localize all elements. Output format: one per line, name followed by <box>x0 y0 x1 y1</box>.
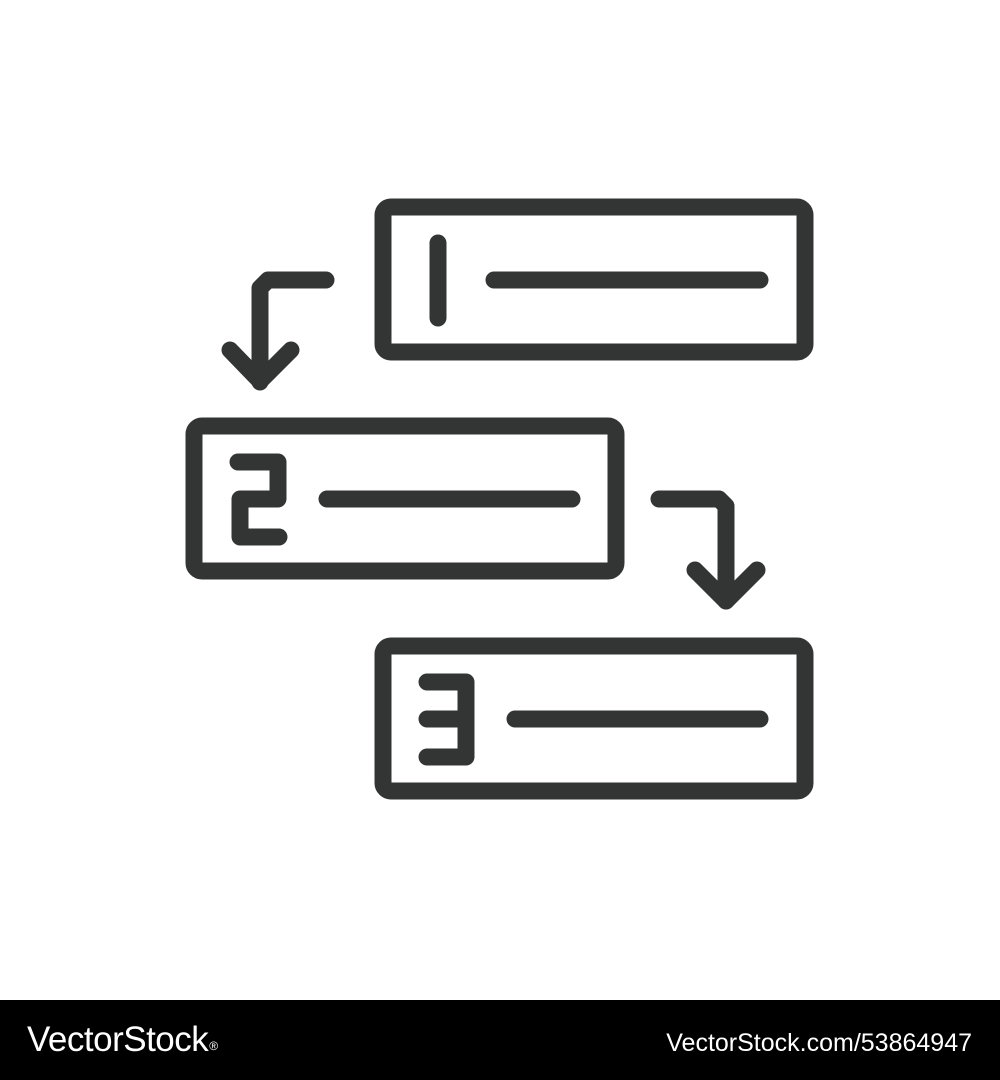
brand-name: VectorStock <box>27 1020 209 1059</box>
step-2-numeral <box>229 453 288 546</box>
watermark-footer: VectorStock® VectorStock.com/53864947 <box>0 1000 1000 1080</box>
arrow-step-2-to-3 <box>650 490 766 610</box>
arrow-step-1-to-2 <box>221 271 335 391</box>
arrow-2-head <box>686 561 766 610</box>
vectorstock-logo: VectorStock® <box>27 1019 218 1061</box>
step-2-frame <box>185 417 625 580</box>
registered-mark: ® <box>209 1039 218 1053</box>
step-1-box <box>374 198 814 361</box>
illustration-area <box>185 198 814 800</box>
arrow-1-shaft <box>251 271 335 391</box>
step-3-box <box>374 637 814 800</box>
steps-flow-illustration <box>185 198 814 800</box>
step-1-frame <box>374 198 814 361</box>
arrow-2-shaft <box>650 490 735 610</box>
arrow-1-head <box>221 341 300 390</box>
step-3-frame <box>374 637 814 800</box>
step-2-box <box>185 417 625 580</box>
image-reference: VectorStock.com/53864947 <box>666 1029 972 1057</box>
